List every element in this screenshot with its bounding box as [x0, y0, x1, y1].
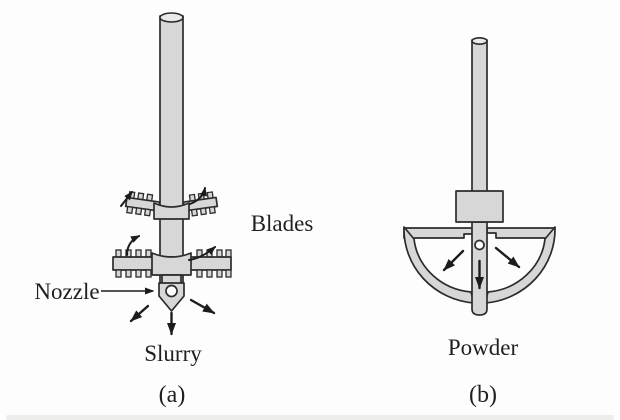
slurry-label: Slurry: [144, 341, 202, 366]
slurry-arrow-left: [129, 304, 150, 323]
panel-b: Powder (b): [403, 36, 556, 408]
agitator-shaft-b: [471, 39, 488, 193]
upper-toothed-blade-left: [124, 191, 161, 217]
bowl-top-bar-right: [486, 227, 555, 239]
nozzle-orifice: [165, 284, 178, 298]
powder-label: Powder: [448, 335, 519, 360]
caption-a: (a): [159, 382, 186, 408]
upper-hub-collar: [153, 202, 190, 220]
rotation-arrow-lower-left: [126, 235, 141, 256]
shaft-top-cap-a: [159, 12, 184, 23]
blades-label: Blades: [251, 211, 314, 236]
panel-a: Blades Nozzle Slurry (a): [34, 12, 314, 408]
rotation-arrow-upper-left: [120, 190, 133, 207]
bowl-top-bar-left: [403, 227, 474, 239]
nozzle-label: Nozzle: [34, 279, 99, 304]
caption-b: (b): [469, 382, 497, 408]
hub-block: [455, 190, 504, 223]
rotation-arrow-lower-right: [188, 246, 217, 261]
powder-arrow-left: [442, 249, 465, 272]
lower-hub-collar: [151, 252, 192, 276]
shaft-orifice: [474, 239, 485, 251]
scan-edge-artifact: [6, 415, 614, 420]
powder-arrow-right: [494, 246, 521, 269]
shaft-top-cap-b: [471, 36, 488, 45]
agitator-shaft-a: [159, 15, 184, 285]
rotation-arrow-upper-right: [189, 186, 208, 205]
slurry-arrow-right: [189, 298, 216, 315]
